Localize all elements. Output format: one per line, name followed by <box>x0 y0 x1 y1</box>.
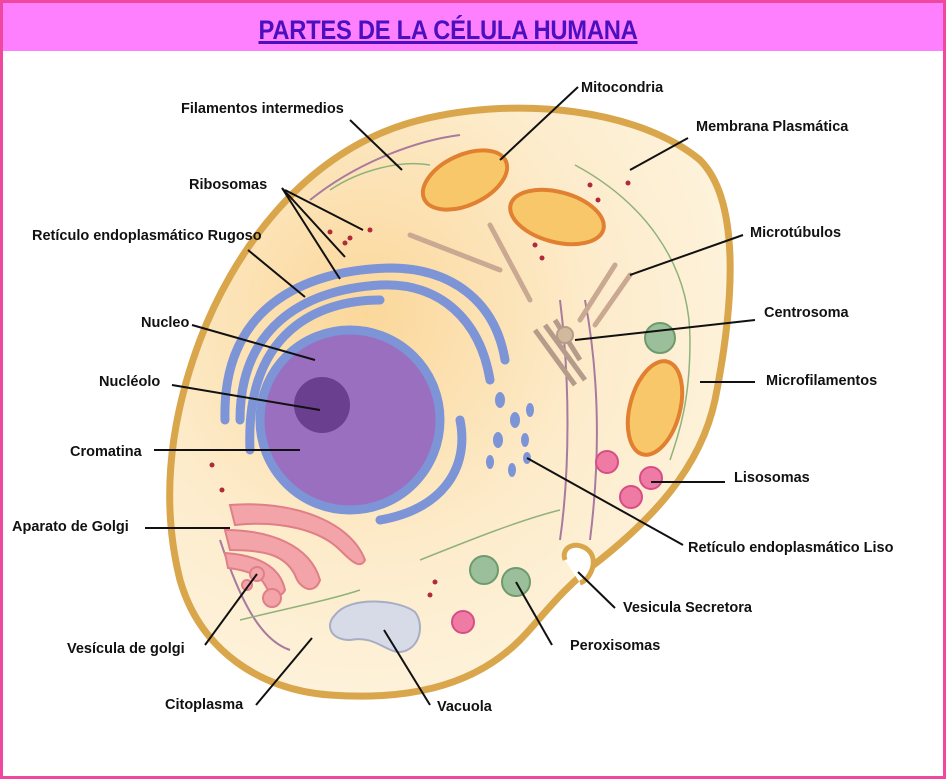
label-centrosoma: Centrosoma <box>764 305 849 321</box>
label-nucleo: Nucleo <box>141 315 190 331</box>
label-vesicula-secretora: Vesicula Secretora <box>623 600 752 616</box>
label-citoplasma: Citoplasma <box>165 697 244 713</box>
label-ribosomas: Ribosomas <box>189 177 268 193</box>
secretory-vesicle <box>561 542 596 586</box>
nucleolus <box>294 377 350 433</box>
label-vacuola: Vacuola <box>437 699 492 715</box>
leader-lines <box>145 86 756 706</box>
label-membrana-plasmatica: Membrana Plasmática <box>696 119 849 135</box>
microfilaments <box>239 162 691 621</box>
microtubules <box>407 222 633 328</box>
nucleus <box>255 325 445 515</box>
label-microtubulos: Microtúbulos <box>750 225 842 241</box>
vacuole <box>329 600 421 654</box>
label-reticulo-liso: Retículo endoplasmático Liso <box>688 540 894 556</box>
label-mitocondria: Mitocondria <box>581 80 664 96</box>
label-nucleolo: Nucléolo <box>99 374 161 390</box>
golgi-apparatus <box>223 503 367 608</box>
label-peroxisomas: Peroxisomas <box>570 638 661 654</box>
centrosome <box>532 318 588 387</box>
smooth-er <box>486 392 534 477</box>
label-vesicula-golgi: Vesícula de golgi <box>67 641 185 657</box>
label-lisosomas: Lisosomas <box>734 470 810 486</box>
title-bar: PARTES DE LA CÉLULA HUMANA <box>3 3 943 51</box>
lysosomes <box>451 450 663 634</box>
label-filamentos-intermedios: Filamentos intermedios <box>181 101 344 117</box>
label-cromatina: Cromatina <box>70 444 142 460</box>
page-title: PARTES DE LA CÉLULA HUMANA <box>258 15 638 45</box>
label-aparato-golgi: Aparato de Golgi <box>12 519 129 535</box>
ribosome-dots <box>209 180 631 598</box>
label-reticulo-rugoso: Retículo endoplasmático Rugoso <box>32 228 262 244</box>
label-microfilamentos: Microfilamentos <box>766 373 878 389</box>
rough-er <box>220 263 510 525</box>
mitochondria <box>420 148 685 457</box>
